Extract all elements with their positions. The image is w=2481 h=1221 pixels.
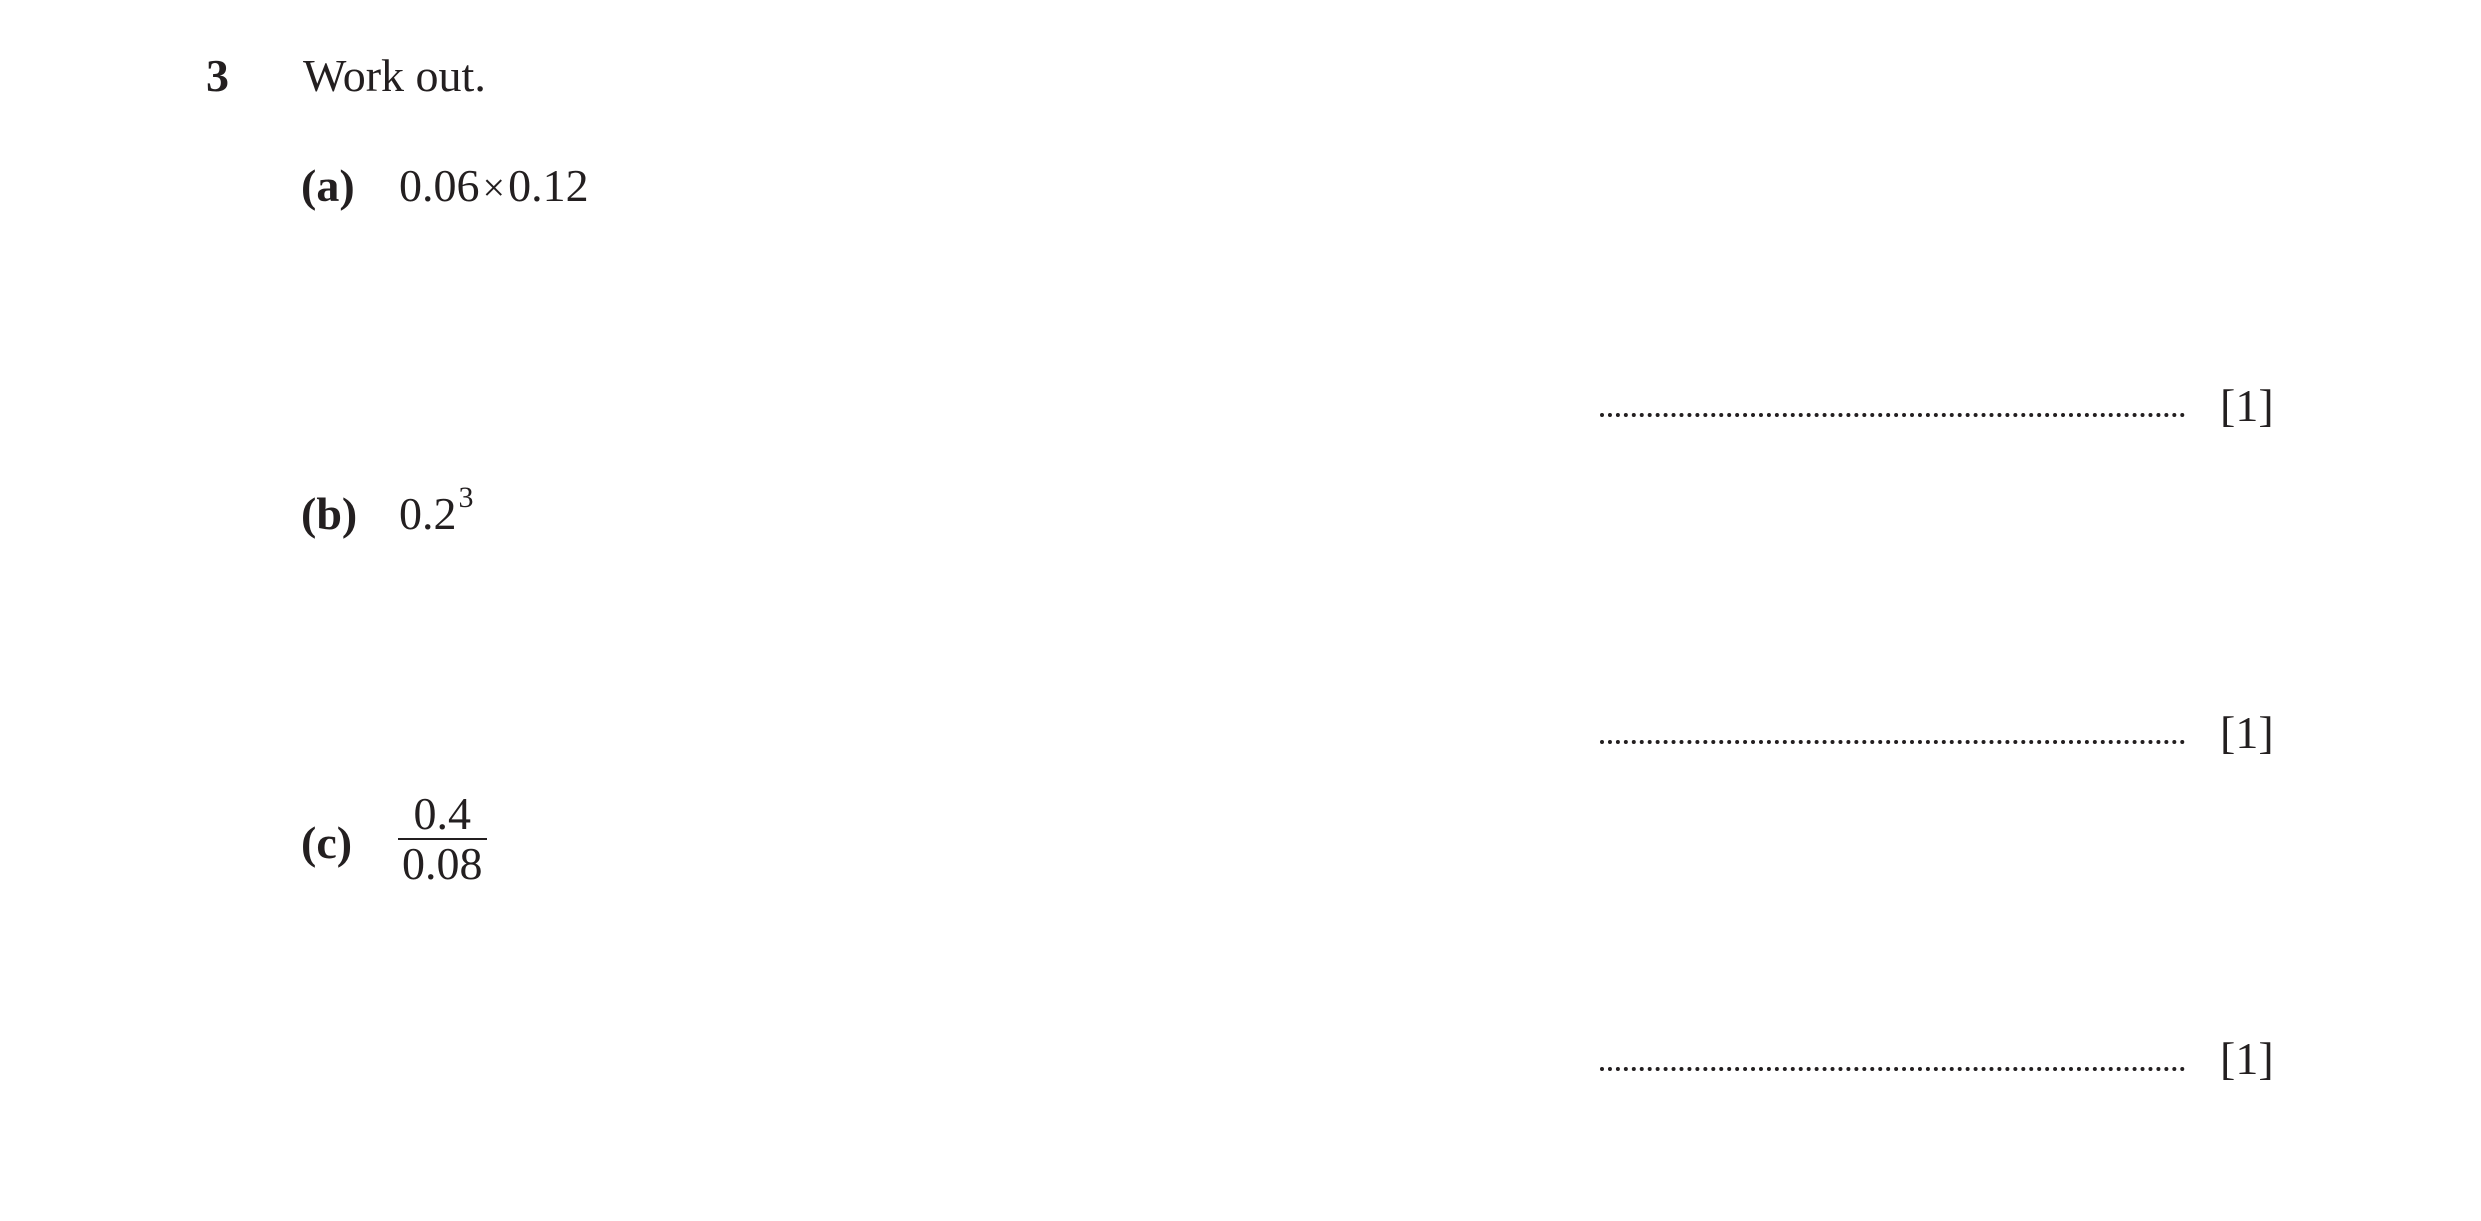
- part-c-denominator: 0.08: [402, 838, 483, 889]
- part-a-label: (a): [301, 160, 355, 211]
- part-b-marks: [1]: [2220, 707, 2274, 758]
- part-a-expression: 0.06×0.12: [399, 158, 589, 216]
- fraction-bar: [398, 838, 487, 840]
- question-number: 3: [206, 50, 229, 101]
- part-b-expression: 0.23: [399, 481, 474, 548]
- part-c-answer-line[interactable]: [1600, 1067, 2185, 1071]
- part-a-marks: [1]: [2220, 380, 2274, 431]
- part-b-label: (b): [301, 488, 358, 539]
- part-a-right-operand: 0.12: [508, 160, 589, 211]
- multiply-sign: ×: [482, 165, 506, 210]
- part-b-answer-line[interactable]: [1600, 740, 2185, 744]
- question-instruction: Work out.: [303, 50, 486, 101]
- part-a-left-operand: 0.06: [399, 160, 480, 211]
- part-b-exponent: 3: [458, 481, 474, 514]
- part-c-label: (c): [301, 817, 353, 868]
- part-b-base: 0.2: [399, 488, 457, 539]
- part-c-fraction: 0.4 0.08: [398, 790, 487, 888]
- part-a-answer-line[interactable]: [1600, 413, 2185, 417]
- part-c-numerator: 0.4: [413, 788, 472, 839]
- part-c-marks: [1]: [2220, 1033, 2274, 1084]
